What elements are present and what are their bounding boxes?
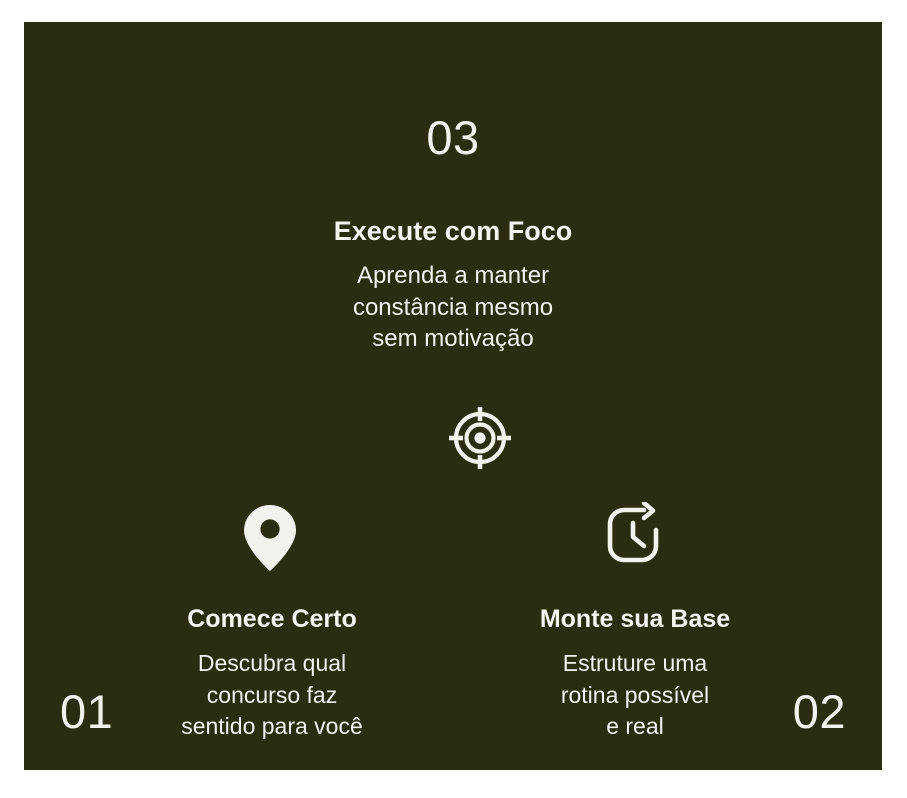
- step-description-01-line-3: sentido para você: [181, 713, 363, 740]
- map-pin-icon: [242, 504, 298, 572]
- step-description-02-line-3: e real: [606, 713, 664, 740]
- step-description-02-line-2: rotina possível: [560, 681, 710, 708]
- clock-rotate-icon: [604, 502, 666, 568]
- step-number-01: 01: [60, 685, 114, 738]
- step-description-02-line-1: Estruture uma: [562, 650, 708, 676]
- step-number-02: 02: [792, 685, 846, 738]
- step-description-03-line-2: constância mesmo: [352, 293, 554, 321]
- step-description-02: Estruture uma rotina possível e real: [475, 648, 795, 743]
- step-description-01-line-1: Descubra qual: [197, 650, 347, 676]
- crosshair-target-icon: [449, 407, 511, 469]
- step-title-02: Monte sua Base: [539, 605, 731, 633]
- step-title-03: Execute com Foco: [333, 216, 573, 246]
- steps-panel: 03 Execute com Foco Aprenda a manter con…: [24, 22, 882, 770]
- step-description-03-line-1: Aprenda a manter: [356, 262, 550, 289]
- step-number-03: 03: [426, 111, 480, 164]
- step-description-01: Descubra qual concurso faz sentido para …: [92, 648, 452, 743]
- step-title-01: Comece Certo: [187, 605, 357, 633]
- step-description-03-line-3: sem motivação: [372, 325, 534, 353]
- step-description-03: Aprenda a manter constância mesmo sem mo…: [24, 260, 882, 355]
- step-description-01-line-2: concurso faz: [206, 681, 338, 708]
